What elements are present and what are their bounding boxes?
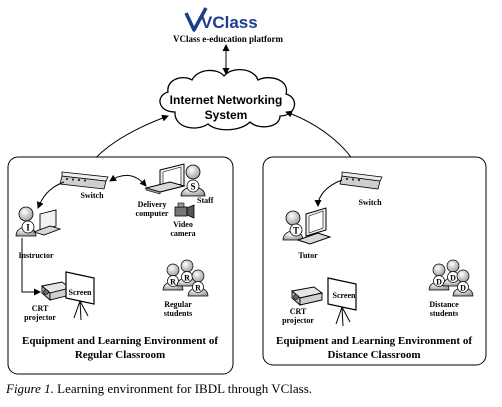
distance-classroom-title-line2: Distance Classroom	[328, 349, 421, 361]
distance-crt-label-line2: projector	[282, 316, 314, 325]
distance-student-badge-3: D	[460, 284, 466, 293]
tutor-badge: T	[293, 226, 299, 236]
internet-cloud: Internet Networking System	[159, 69, 296, 131]
video-camera-label-line1: Video	[173, 220, 193, 229]
switch-instructor-link	[36, 181, 65, 209]
distance-crt-label-line1: CRT	[290, 307, 307, 316]
vclass-logo-text: VClass	[201, 13, 258, 32]
platform-label: VClass e-education platform	[173, 34, 283, 44]
regular-switch-label: Switch	[80, 191, 104, 200]
regular-screen-icon	[65, 271, 95, 321]
delivery-computer-label-line1: Delivery	[138, 200, 167, 209]
regular-crt-label-line2: projector	[24, 313, 56, 322]
staff-person-icon: S	[180, 164, 206, 197]
regular-student-badge-1: R	[170, 278, 176, 287]
delivery-computer-label-line2: computer	[136, 209, 169, 218]
regular-classroom-title-line2: Regular Classroom	[75, 349, 165, 361]
distance-crt-projector-icon	[291, 286, 324, 306]
regular-students-label-line2: students	[164, 309, 192, 318]
regular-student-badge-2: R	[184, 274, 190, 283]
regular-classroom-title-line1: Equipment and Learning Environment of	[22, 335, 218, 347]
distance-switch-label: Switch	[358, 198, 382, 207]
regular-students-icon: R R R	[162, 259, 209, 297]
distance-classroom-title-line1: Equipment and Learning Environment of	[276, 335, 472, 347]
switch-tutor-link	[314, 179, 343, 207]
distance-students-label-line2: students	[430, 309, 458, 318]
instructor-projector-link	[21, 238, 41, 296]
distance-switch-icon	[339, 171, 383, 190]
video-camera-label-line2: camera	[170, 229, 195, 238]
distance-students-icon: D D D	[428, 259, 474, 297]
staff-label: Staff	[197, 196, 214, 205]
figure-caption-text: Learning environment for IBDL through VC…	[57, 381, 313, 396]
distance-students-label-line1: Distance	[429, 300, 459, 309]
figure-number: Figure 1.	[6, 381, 54, 396]
cloud-title-line2: System	[205, 108, 248, 122]
switch-computer-link	[109, 174, 147, 187]
instructor-badge: I	[26, 223, 30, 233]
regular-students-label-line1: Regular	[164, 300, 192, 309]
regular-crt-projector-icon	[41, 281, 72, 301]
tutor-icon: T	[282, 207, 332, 245]
tutor-label: Tutor	[298, 251, 318, 260]
video-camera-icon	[174, 202, 195, 219]
distance-student-badge-1: D	[436, 278, 442, 287]
vclass-logo: VClass	[184, 7, 258, 32]
distance-classroom-panel	[262, 156, 487, 366]
regular-crt-label-line1: CRT	[32, 304, 49, 313]
regular-screen-label: Screen	[69, 288, 93, 297]
distance-screen-icon	[327, 277, 357, 327]
distance-student-badge-2: D	[450, 274, 456, 283]
regular-student-badge-3: R	[195, 284, 201, 293]
instructor-icon: I	[15, 206, 62, 237]
regular-switch-icon	[59, 171, 109, 190]
distance-screen-label: Screen	[333, 291, 357, 300]
delivery-computer-icon	[144, 163, 186, 195]
staff-badge: S	[190, 182, 195, 192]
instructor-label: Instructor	[18, 251, 54, 260]
cloud-title-line1: Internet Networking	[170, 93, 283, 107]
figure-caption: Figure 1. Learning environment for IBDL …	[6, 381, 498, 397]
